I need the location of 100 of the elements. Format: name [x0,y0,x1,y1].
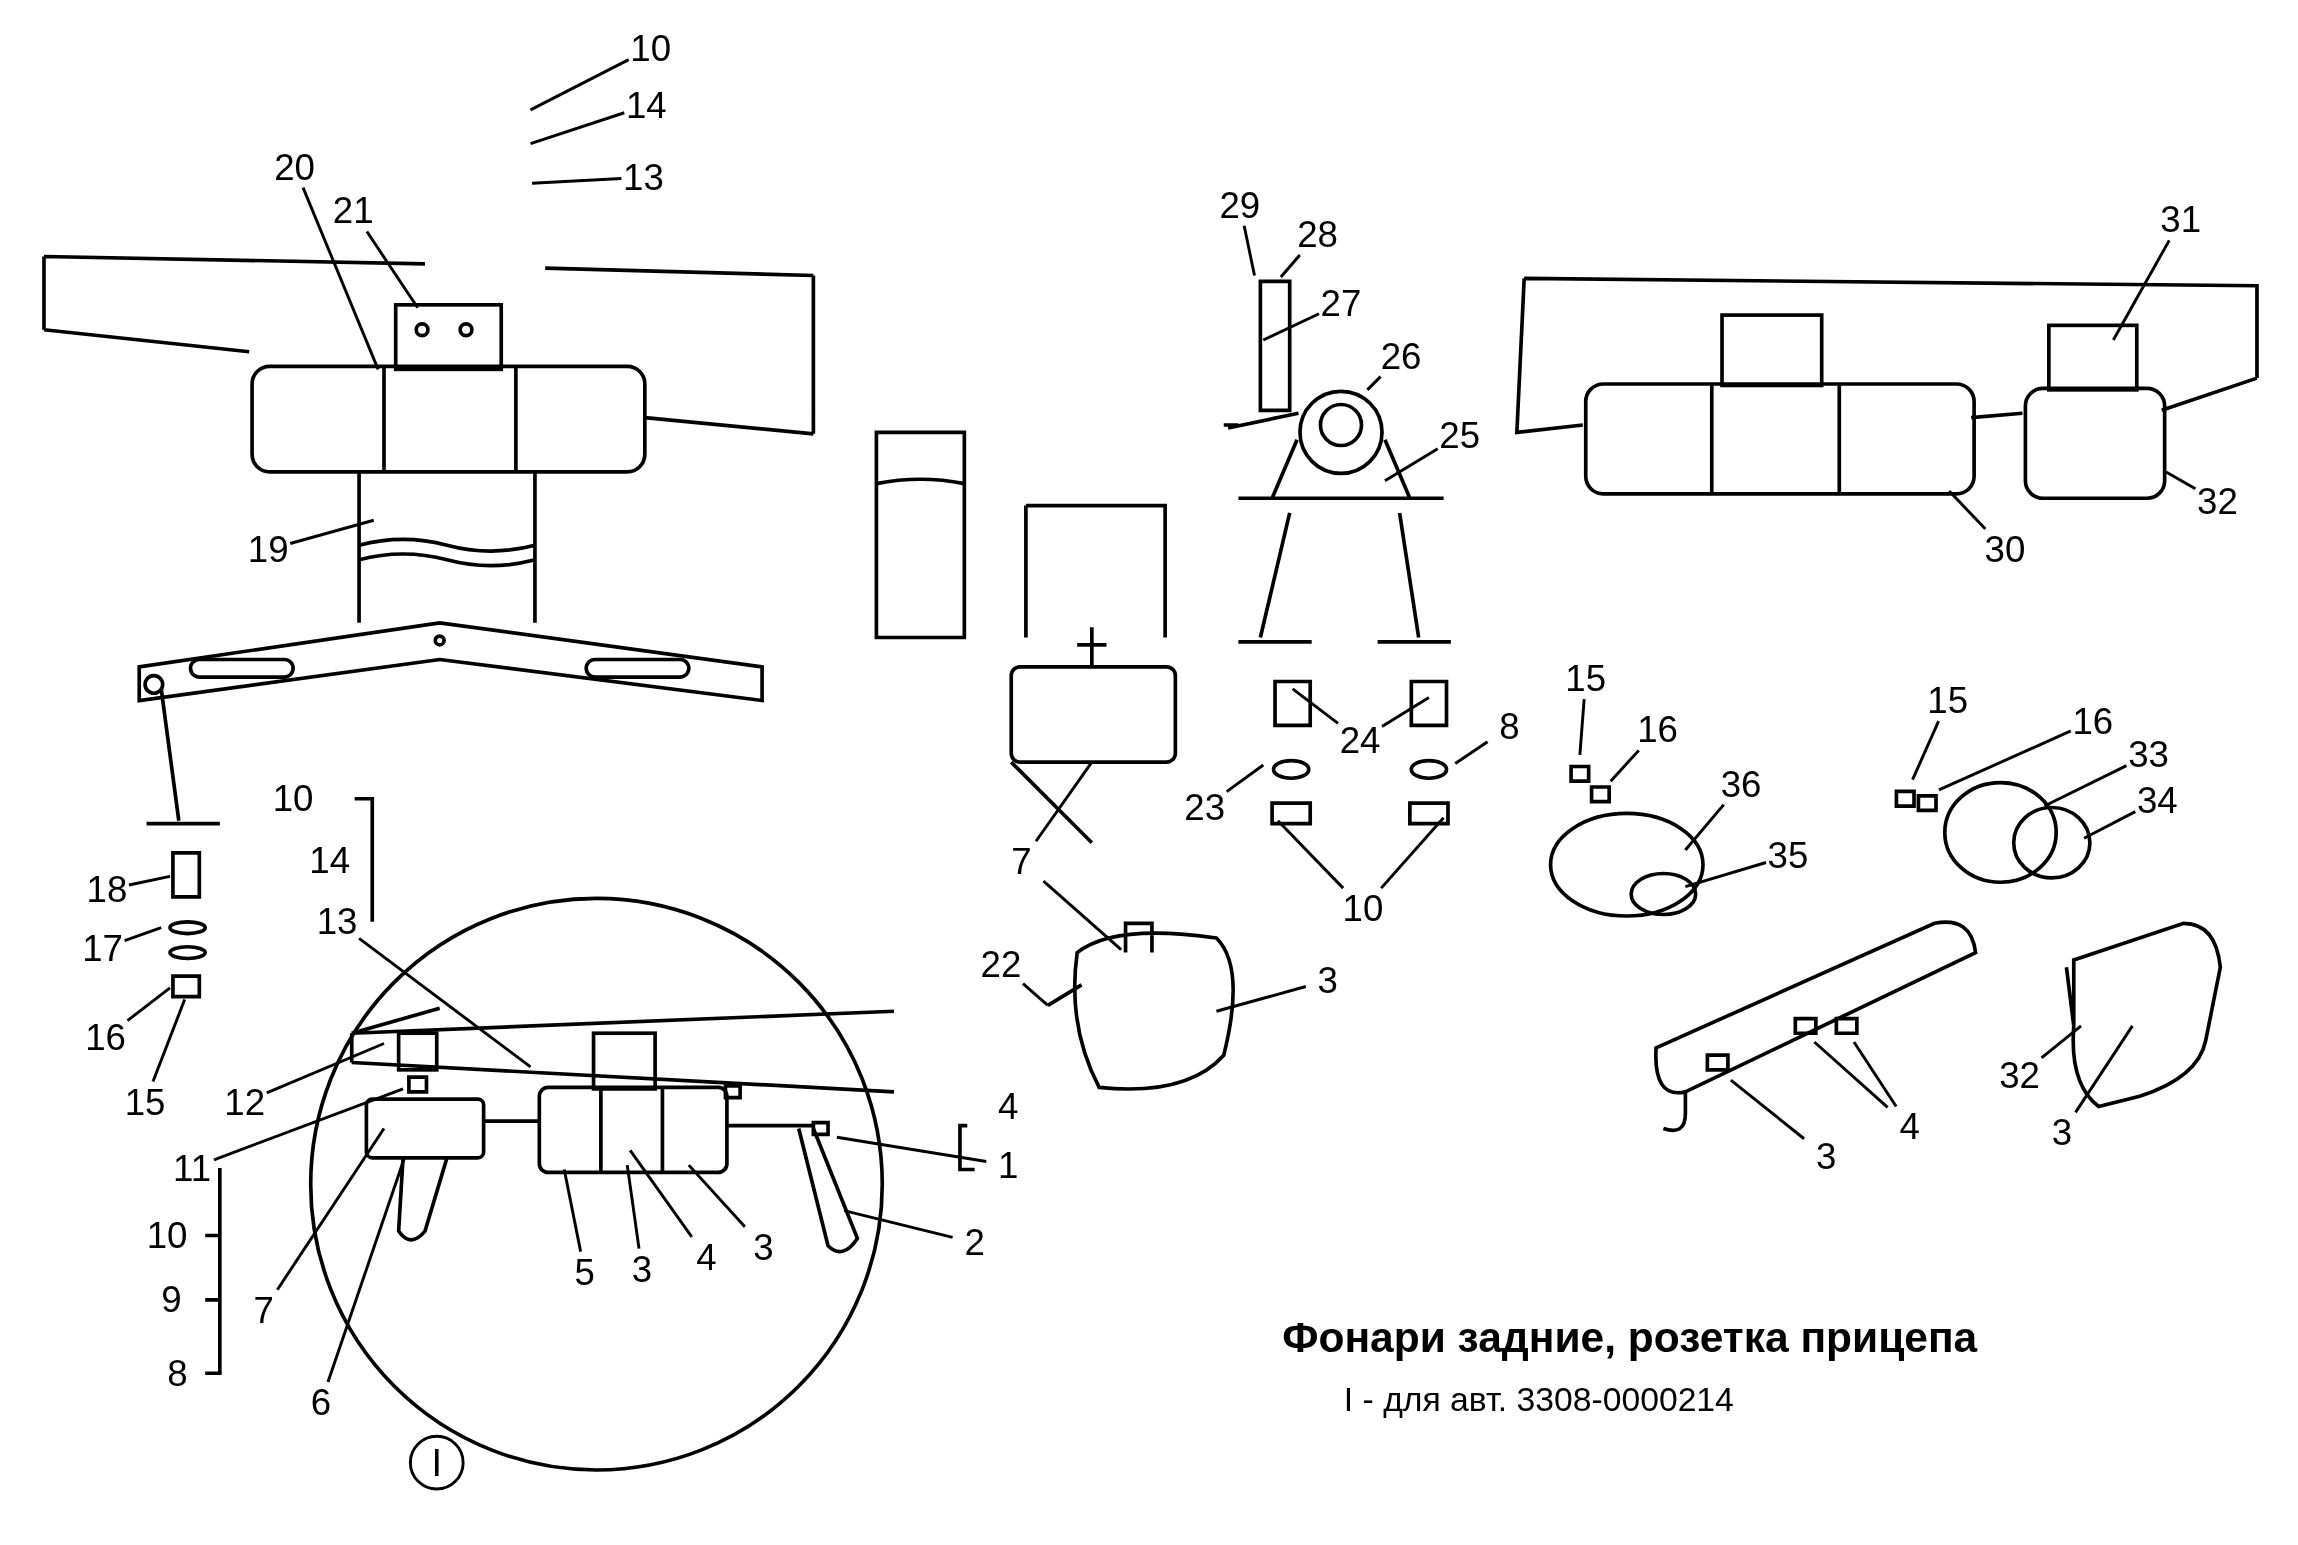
leader-line [1948,489,1987,531]
leader-line [1684,803,1725,851]
callout-number: 16 [1637,711,1678,749]
callout-number: 27 [1320,285,1362,322]
leader-line [529,58,630,112]
leader-line [531,177,622,185]
callout-number: 32 [1999,1057,2040,1095]
leader-line [213,1087,404,1162]
leader-line [1684,861,1767,889]
leader-line [276,1127,386,1291]
callout-number: 13 [623,159,664,196]
leader-line [365,230,419,309]
leader-line [2083,810,2136,840]
callout-number: 9 [161,1281,182,1319]
leader-line [124,926,162,942]
callout-number: 5 [574,1253,595,1291]
callout-number: 35 [1767,837,1809,875]
leader-line [1262,312,1320,342]
callout-number: 25 [1439,416,1481,454]
leader-line [2112,239,2171,341]
leader-line [2040,1024,2083,1060]
leader-line [843,1209,953,1239]
callout-number: 22 [980,946,1022,983]
callout-number: 21 [332,192,374,230]
leader-line [266,1042,385,1095]
callout-number: 7 [253,1291,274,1329]
callout-number: 10 [630,30,672,67]
callout-number: 24 [1339,721,1381,759]
leader-line [289,518,375,545]
leader-line [1609,749,1640,783]
leader-line [562,1169,583,1252]
callout-number: 10 [272,780,314,818]
leader-line [1034,761,1094,843]
leader-line [128,874,171,887]
callout-number: 3 [753,1228,774,1266]
leader-line [530,111,625,146]
leader-line [126,986,171,1022]
callout-number: 8 [167,1354,188,1392]
leader-line [301,187,380,370]
leader-line [1042,880,1123,951]
leader-line [151,999,187,1083]
leader-line [1454,740,1489,765]
callout-number: 32 [2197,482,2238,520]
callout-number: 15 [1565,660,1607,697]
leader-line [358,937,532,1069]
callout-number: 15 [124,1083,166,1121]
leader-line [1384,447,1439,482]
callout-number: 6 [310,1384,332,1421]
leader-line [1242,225,1256,276]
leader-line [1852,1041,1898,1108]
leader-line [1291,687,1339,725]
leader-line [1022,982,1049,1007]
callout-number: 28 [1297,216,1338,253]
callout-number: 13 [316,903,358,941]
callout-number: 10 [146,1217,188,1254]
leader-line [1938,729,2072,792]
leader-line [326,1157,406,1383]
callout-number: 29 [1219,186,1261,224]
leader-line [1578,698,1586,755]
callout-number: 14 [309,841,351,879]
leader-line [1381,696,1430,728]
leader-line [1729,1078,1806,1140]
diagram-title: Фонари задние, розетка прицепа [1282,1313,1978,1363]
leader-line [625,1164,641,1249]
leader-line [2165,470,2197,490]
leader-line [629,1149,693,1238]
callout-number: 17 [82,929,123,967]
callout-number: 4 [998,1088,1019,1125]
callout-number: 15 [1927,682,1969,719]
leader-line [1366,375,1382,391]
callout-number: 16 [85,1019,126,1056]
callout-number: 4 [1899,1108,1920,1146]
leader-line [1276,819,1345,890]
leader-line [1380,816,1445,890]
leader-line [836,1135,987,1163]
callout-number: 34 [2136,781,2178,819]
callout-number: 31 [2160,201,2202,239]
callout-number: 3 [1317,962,1338,999]
callout-number: 19 [247,531,289,568]
leader-line [1225,763,1265,793]
callout-number: 33 [2128,736,2169,774]
callout-number: 10 [1342,890,1384,927]
callout-number: 2 [964,1224,985,1262]
callout-number: 36 [1720,765,1762,803]
leader-line [1279,254,1301,278]
leader-line [1813,1040,1889,1109]
leader-line [687,1164,746,1228]
callout-number: 20 [274,148,315,186]
callout-number: 18 [86,871,128,908]
callout-number: 11 [172,1149,211,1187]
callout-number: 14 [625,87,667,124]
leader-line [2043,764,2128,808]
callout-number: 3 [1815,1138,1837,1175]
callout-number: 26 [1380,337,1422,375]
callout-number: 1 [998,1146,1019,1184]
leader-line [1216,985,1307,1013]
callout-number: 16 [2072,702,2114,740]
leader-line [2074,1025,2134,1114]
callout-number: 30 [1984,531,2026,568]
callout-number: 7 [1011,843,1032,881]
